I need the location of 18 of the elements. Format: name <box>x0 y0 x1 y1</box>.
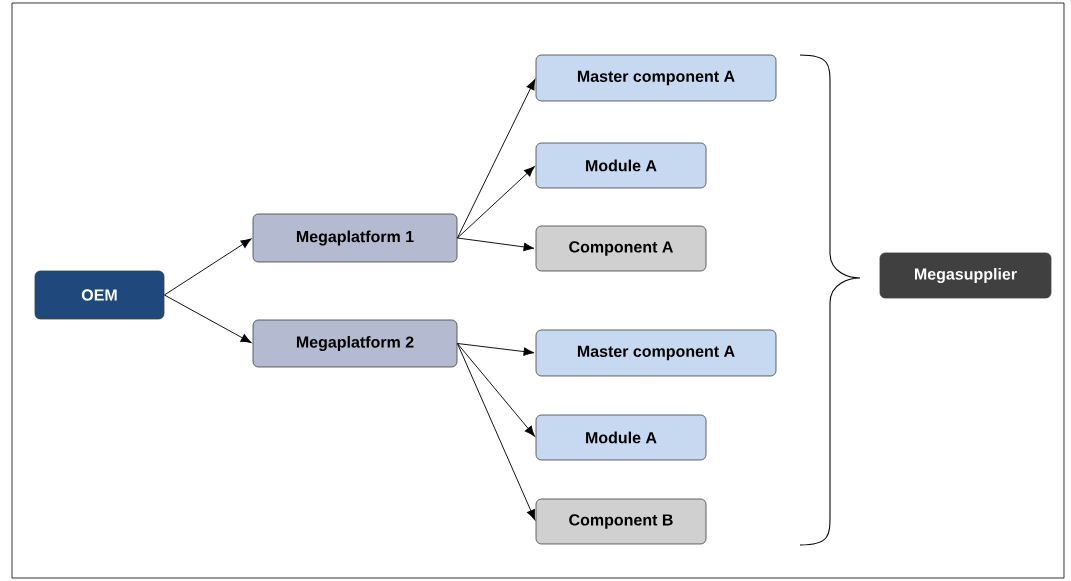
arrow <box>456 343 535 437</box>
platform-box: Megaplatform 2 <box>252 319 458 368</box>
arrow <box>456 343 536 521</box>
module-box: Module A <box>535 414 707 461</box>
component-box: Component A <box>535 225 707 272</box>
module-box: Master component A <box>535 329 777 377</box>
platform-box: Megaplatform 1 <box>252 213 458 263</box>
arrow <box>456 343 535 356</box>
module-box: Module A <box>535 142 707 189</box>
arrow <box>456 237 535 252</box>
arrow <box>163 238 252 296</box>
company-box: OEM <box>34 270 165 320</box>
arrow <box>456 166 535 239</box>
arrow <box>456 79 536 239</box>
supplier-box: Megasupplier <box>879 252 1052 299</box>
component-box: Component B <box>535 498 707 545</box>
arrow <box>163 294 252 344</box>
module-box: Master component A <box>535 54 777 102</box>
